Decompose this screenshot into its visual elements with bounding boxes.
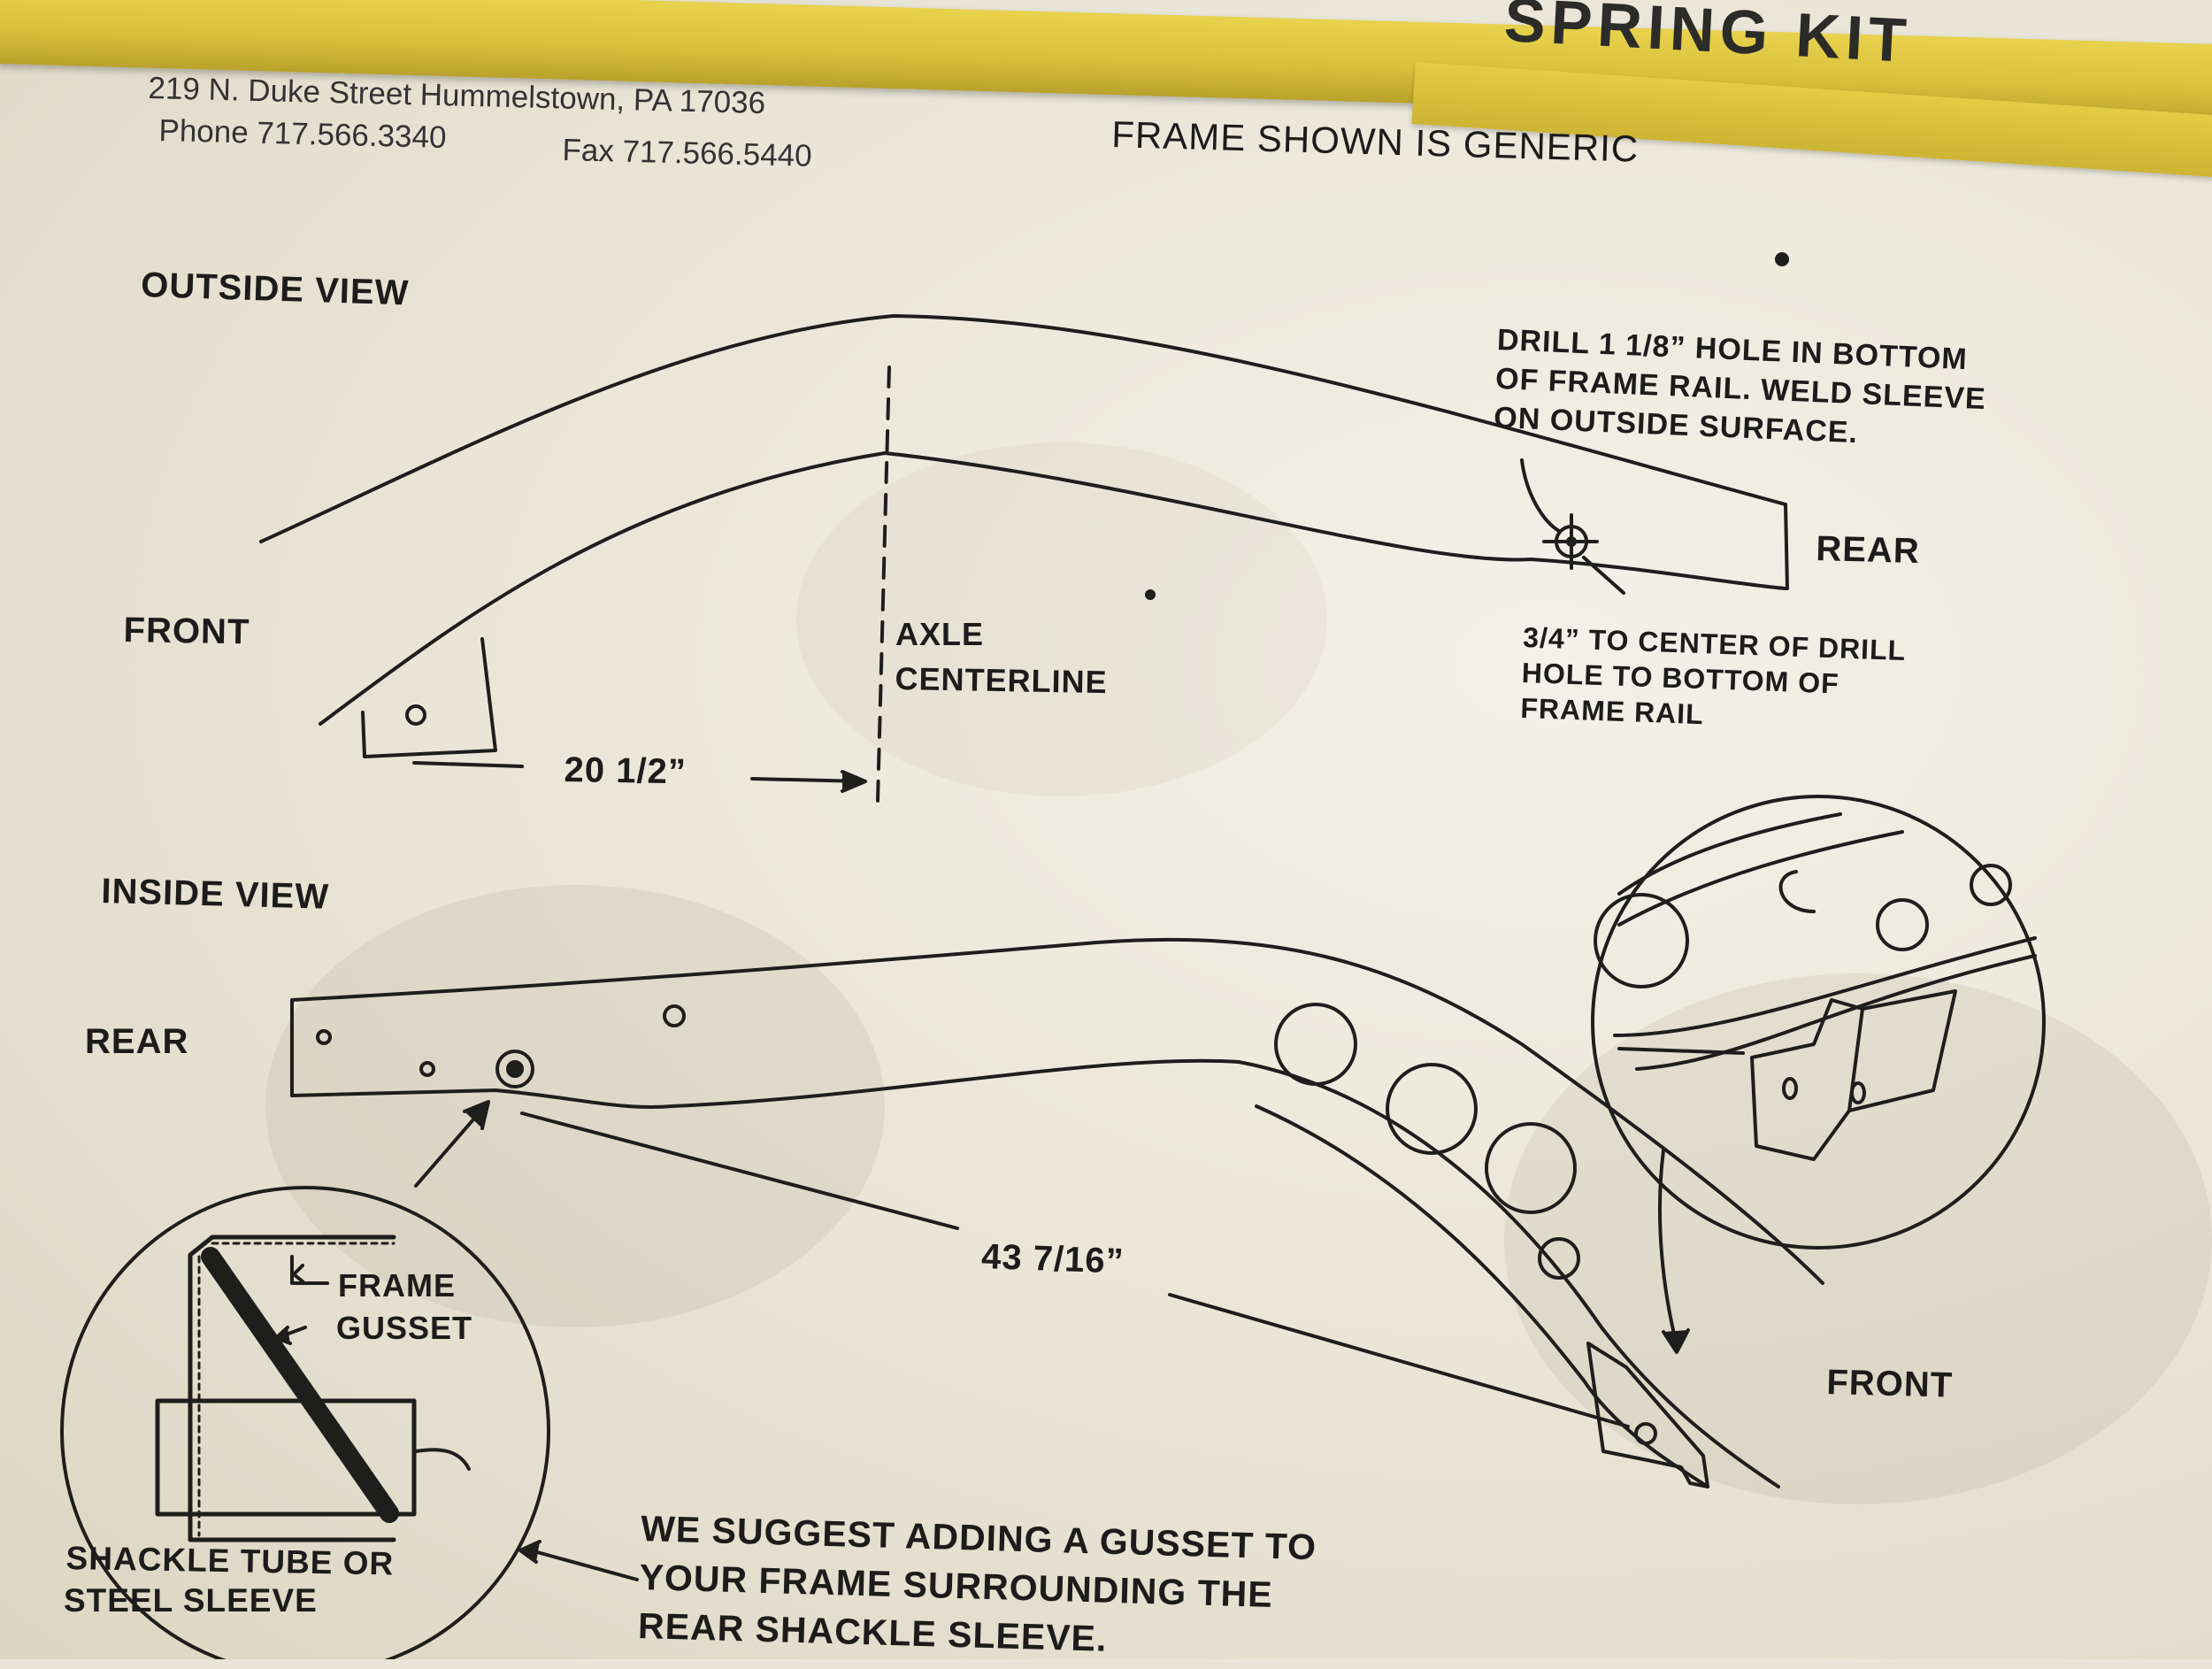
inside-view-title: INSIDE VIEW: [100, 872, 330, 917]
shackle-tube: [155, 1398, 417, 1517]
shackle-sleeve: [495, 1050, 534, 1088]
sleeve-label-line1: SHACKLE TUBE OR: [65, 1540, 395, 1582]
suggestion-arrow: [529, 1549, 639, 1581]
center-note: 3/4” TO CENTER OF DRILL HOLE TO BOTTOM O…: [1520, 619, 1907, 739]
dimension-arrowhead: [841, 770, 867, 793]
center-leader: [1582, 556, 1625, 595]
lightening-hole: [1538, 1237, 1580, 1280]
outside-view-title: OUTSIDE VIEW: [140, 265, 410, 313]
outside-rear-label: REAR: [1815, 529, 1921, 572]
gusset-suggestion: WE SUGGEST ADDING A GUSSET TO YOUR FRAME…: [637, 1504, 1317, 1669]
dimension-line-left: [412, 761, 524, 768]
inside-rail-inner: [1255, 1104, 1709, 1488]
outside-front-label: FRONT: [123, 611, 250, 652]
inside-front-label: FRONT: [1825, 1363, 1954, 1405]
front-eye: [405, 704, 426, 726]
gusset-detail-circle: [60, 1186, 550, 1659]
front-bracket: [361, 637, 497, 758]
outside-rail-end: [1784, 503, 1789, 590]
paper-stain: [1504, 973, 2212, 1504]
dimension-leader-front: [1168, 1293, 1630, 1428]
inside-dimension: 43 7/16”: [980, 1237, 1125, 1281]
drill-leader: [1520, 458, 1561, 533]
gusset-label: GUSSET: [336, 1310, 473, 1346]
axle-label-line1: AXLE: [895, 616, 985, 652]
drill-note: DRILL 1 1/8” HOLE IN BOTTOM OF FRAME RAI…: [1493, 320, 1988, 458]
inside-rail-top: [290, 937, 1824, 1285]
outside-rail-bottom: [319, 451, 1787, 726]
lightening-hole: [1485, 1122, 1577, 1214]
outside-rail-top: [259, 314, 1787, 543]
sleeve-label-line2: STEEL SLEEVE: [64, 1582, 318, 1619]
lightening-hole: [1274, 1003, 1357, 1086]
frame-leader: [290, 1255, 329, 1285]
sleeve-leader: [414, 1448, 471, 1471]
paper-stain: [265, 885, 885, 1327]
arrow-to-hanger: [1657, 1149, 1678, 1347]
front-hanger: [1586, 1342, 1709, 1488]
outside-dimension: 20 1/2”: [564, 750, 687, 792]
axle-label-line2: CENTERLINE: [895, 660, 1108, 701]
zoom-detail-circle: [1591, 795, 2046, 1250]
frame-label: FRAME: [338, 1267, 456, 1304]
inside-rail-bottom: [290, 1058, 1780, 1488]
dimension-leader-rear: [520, 1111, 959, 1230]
lightening-hole: [1386, 1063, 1478, 1155]
gusset-plate: [201, 1247, 399, 1523]
inside-rear-label: REAR: [85, 1022, 189, 1061]
frame-channel: [188, 1234, 396, 1542]
axle-centerline: [876, 365, 891, 803]
